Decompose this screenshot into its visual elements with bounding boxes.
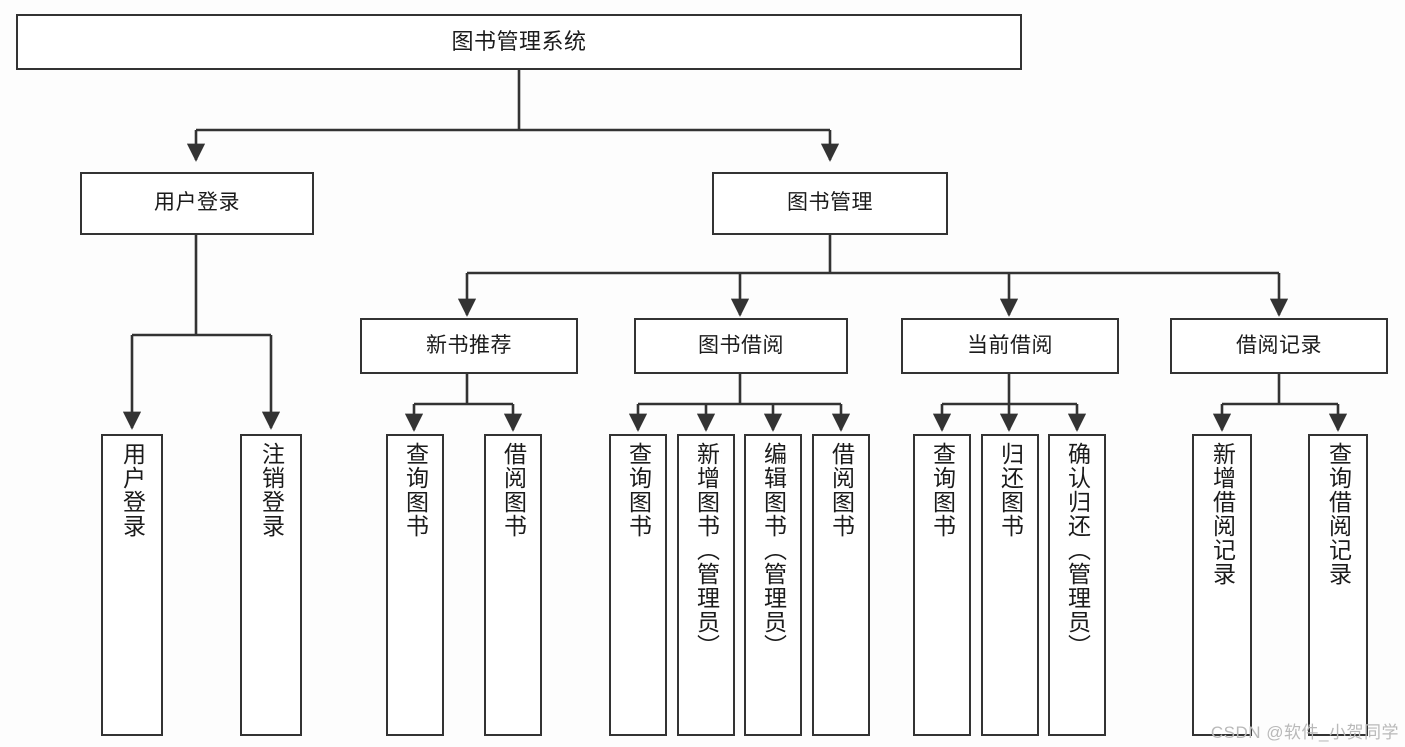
leaf-borrow-book[interactable]: 借阅图书 (812, 434, 870, 736)
leaf-query-book-new[interactable]: 查询图书 (386, 434, 444, 736)
node-book-management[interactable]: 图书管理 (712, 172, 948, 235)
node-book-borrow[interactable]: 图书借阅 (634, 318, 848, 374)
node-label: 借阅图书 (828, 442, 855, 538)
node-label: 新增图书（管理员） (693, 442, 720, 658)
node-label: 确认归还（管理员） (1064, 442, 1091, 658)
leaf-logout[interactable]: 注销登录 (240, 434, 302, 736)
leaf-return-book[interactable]: 归还图书 (981, 434, 1039, 736)
node-label: 图书管理 (787, 191, 873, 215)
leaf-add-borrow-record[interactable]: 新增借阅记录 (1192, 434, 1252, 736)
node-label: 借阅图书 (500, 442, 527, 538)
node-label: 图书管理系统 (451, 29, 587, 55)
node-label: 借阅记录 (1236, 333, 1322, 357)
node-label: 查询图书 (402, 442, 429, 538)
node-current-borrow[interactable]: 当前借阅 (901, 318, 1119, 374)
node-label: 用户登录 (154, 191, 240, 215)
node-label: 当前借阅 (967, 333, 1053, 357)
node-label: 编辑图书（管理员） (760, 442, 787, 658)
node-label: 新书推荐 (426, 333, 512, 357)
node-label: 查询图书 (625, 442, 652, 538)
node-label: 用户登录 (119, 442, 146, 538)
node-label: 注销登录 (258, 442, 285, 538)
node-label: 归还图书 (997, 442, 1024, 538)
node-new-book-recommend[interactable]: 新书推荐 (360, 318, 578, 374)
leaf-query-book[interactable]: 查询图书 (609, 434, 667, 736)
leaf-confirm-return-admin[interactable]: 确认归还（管理员） (1048, 434, 1106, 736)
leaf-query-borrow-record[interactable]: 查询借阅记录 (1308, 434, 1368, 736)
leaf-borrow-book-new[interactable]: 借阅图书 (484, 434, 542, 736)
watermark: CSDN @软件_小贺同学 (1210, 723, 1399, 742)
leaf-add-book-admin[interactable]: 新增图书（管理员） (677, 434, 735, 736)
node-user-login[interactable]: 用户登录 (80, 172, 314, 235)
leaf-query-book-current[interactable]: 查询图书 (913, 434, 971, 736)
node-root-system[interactable]: 图书管理系统 (16, 14, 1022, 70)
node-borrow-record[interactable]: 借阅记录 (1170, 318, 1388, 374)
leaf-edit-book-admin[interactable]: 编辑图书（管理员） (744, 434, 802, 736)
node-label: 图书借阅 (698, 333, 784, 357)
leaf-user-login[interactable]: 用户登录 (101, 434, 163, 736)
node-label: 查询图书 (929, 442, 956, 538)
node-label: 查询借阅记录 (1325, 442, 1352, 586)
node-label: 新增借阅记录 (1209, 442, 1236, 586)
